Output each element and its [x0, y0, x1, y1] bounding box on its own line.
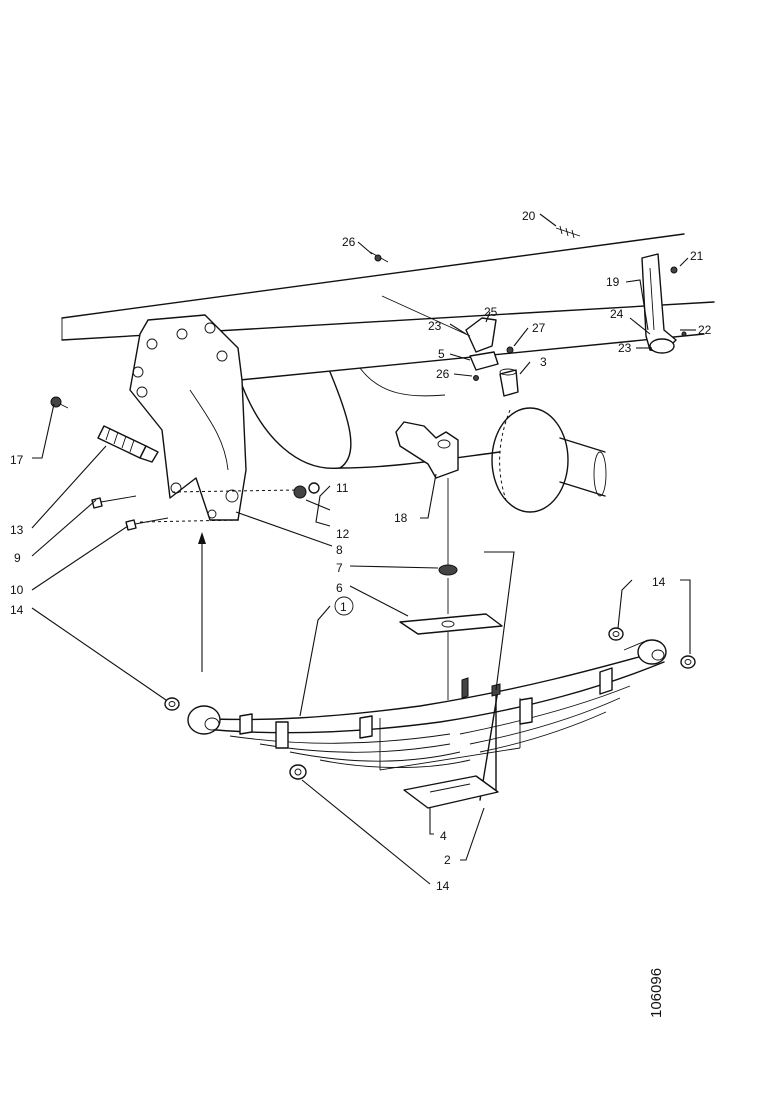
spring-hanger-bracket [129, 314, 247, 521]
callout-14-bottom: 14 [436, 879, 450, 893]
washer-7 [438, 564, 458, 576]
callout-14-right: 14 [652, 575, 666, 589]
bolt-20 [555, 225, 581, 239]
callout-12: 12 [336, 527, 350, 541]
callout-6: 6 [336, 581, 343, 595]
callout-24: 24 [610, 307, 624, 321]
callout-22: 22 [698, 323, 712, 337]
bolt-26-top [369, 251, 389, 263]
washer-14-left [164, 697, 180, 711]
axle-housing [239, 367, 607, 513]
circled-callout-ring [334, 596, 354, 616]
callout-27: 27 [532, 321, 546, 335]
bracket-19 [641, 253, 687, 354]
direction-arrow [198, 532, 206, 672]
leader-lines [31, 213, 696, 885]
callout-19: 19 [606, 275, 620, 289]
leaf-spring [187, 639, 667, 771]
bolt-10 [125, 517, 169, 531]
callout-8: 8 [336, 543, 343, 557]
circled-callout-1: 1 [340, 600, 347, 614]
callout-13: 13 [10, 523, 24, 537]
callout-3: 3 [540, 355, 547, 369]
callout-labels: 17 13 9 10 14 11 12 8 18 7 6 14 14 4 2 2… [10, 209, 712, 893]
spring-seat [395, 421, 459, 479]
spring-plate [403, 775, 499, 809]
callout-25: 25 [484, 305, 498, 319]
bump-stop-bracket [381, 295, 514, 381]
callout-11: 11 [336, 481, 349, 495]
callout-9: 9 [14, 551, 21, 565]
callout-17: 17 [10, 453, 24, 467]
plate-6 [399, 613, 503, 635]
callout-20: 20 [522, 209, 536, 223]
shock-absorber [97, 425, 159, 463]
callout-18: 18 [394, 511, 408, 525]
callout-23-left: 23 [428, 319, 442, 333]
callout-26-top: 26 [342, 235, 356, 249]
callout-14-left: 14 [10, 603, 24, 617]
washers-11-12 [293, 482, 320, 499]
callout-5: 5 [438, 347, 445, 361]
drawing-reference-number: 106096 [648, 968, 665, 1018]
callout-10: 10 [10, 583, 24, 597]
bolt-3 [499, 368, 519, 397]
washer-14-right-b [680, 655, 696, 669]
callout-4: 4 [440, 829, 447, 843]
callout-23-right: 23 [618, 341, 632, 355]
callout-26-mid: 26 [436, 367, 450, 381]
washer-14-right-a [608, 627, 624, 641]
callout-21: 21 [690, 249, 704, 263]
bolt-9 [91, 495, 137, 509]
callout-7: 7 [336, 561, 343, 575]
washer-14-mid [289, 764, 307, 780]
callout-2: 2 [444, 853, 451, 867]
